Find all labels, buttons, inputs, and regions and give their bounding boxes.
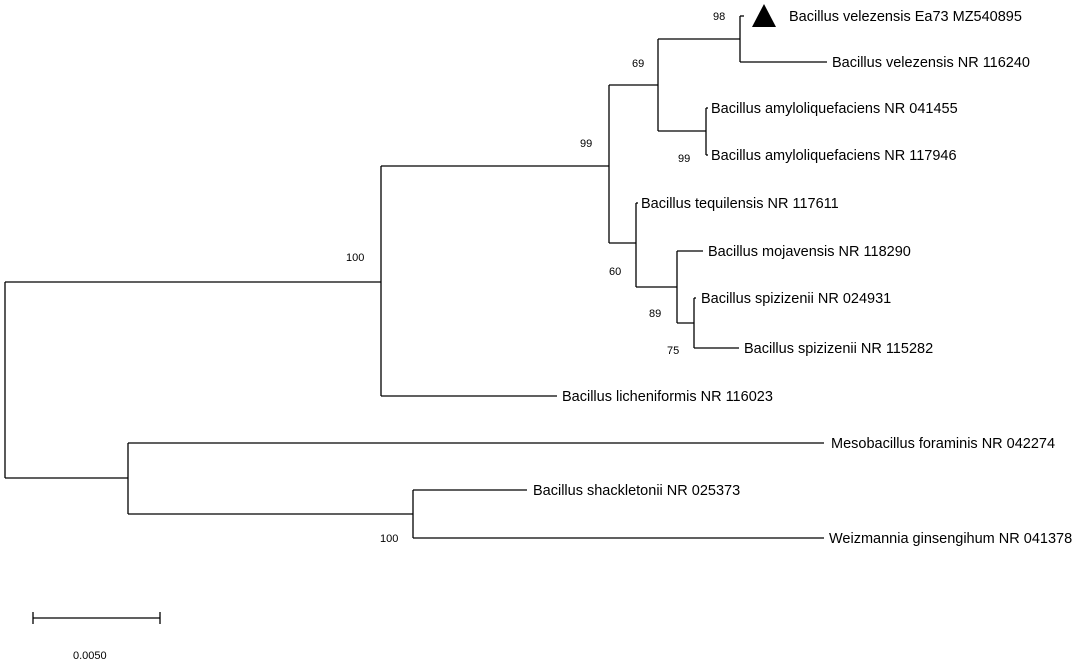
taxon-label: Mesobacillus foraminis NR 042274 bbox=[831, 436, 1055, 452]
taxon-label: Bacillus amyloliquefaciens NR 041455 bbox=[711, 101, 958, 117]
taxon-label: Bacillus velezensis Ea73 MZ540895 bbox=[789, 9, 1022, 25]
taxon-label: Bacillus licheniformis NR 116023 bbox=[562, 389, 773, 405]
taxon-labels: Bacillus velezensis Ea73 MZ540895 Bacill… bbox=[533, 9, 1072, 547]
taxon-label: Bacillus spizizenii NR 024931 bbox=[701, 291, 891, 307]
support-value: 60 bbox=[609, 266, 621, 278]
scale-bar: 0.0050 bbox=[32, 612, 161, 661]
taxon-label: Bacillus velezensis NR 116240 bbox=[832, 55, 1030, 71]
support-value: 99 bbox=[580, 138, 592, 150]
support-value: 98 bbox=[713, 11, 725, 23]
support-value: 100 bbox=[346, 252, 364, 264]
taxon-label: Bacillus tequilensis NR 117611 bbox=[641, 196, 839, 212]
support-values: 98 69 99 99 60 89 75 100 100 bbox=[346, 11, 725, 545]
taxon-label: Bacillus amyloliquefaciens NR 117946 bbox=[711, 148, 957, 164]
support-value: 69 bbox=[632, 58, 644, 70]
taxon-label: Weizmannia ginsengihum NR 041378 bbox=[829, 531, 1072, 547]
support-value: 100 bbox=[380, 533, 398, 545]
triangle-icon bbox=[752, 4, 776, 27]
support-value: 89 bbox=[649, 308, 661, 320]
support-value: 75 bbox=[667, 345, 679, 357]
tree-branches bbox=[4, 15, 827, 539]
scale-bar-label: 0.0050 bbox=[73, 650, 107, 661]
taxon-label: Bacillus spizizenii NR 115282 bbox=[744, 341, 933, 357]
taxon-label: Bacillus shackletonii NR 025373 bbox=[533, 483, 740, 499]
support-value: 99 bbox=[678, 153, 690, 165]
taxon-label: Bacillus mojavensis NR 118290 bbox=[708, 244, 911, 260]
